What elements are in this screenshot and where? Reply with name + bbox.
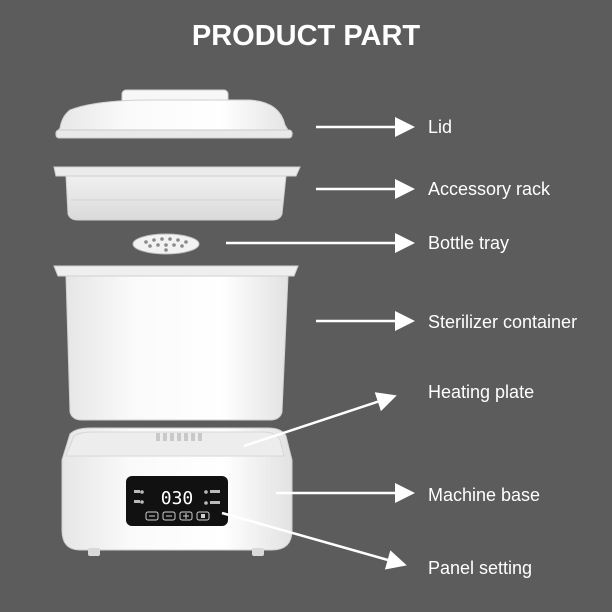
vent-slots [156, 433, 202, 441]
arrow-heating-plate [243, 392, 397, 448]
bottle-tray-part [132, 233, 200, 255]
label-bottle-tray: Bottle tray [428, 233, 510, 253]
lid-part [54, 89, 294, 139]
accessory-rack-part [53, 166, 301, 221]
label-heating-plate: Heating plate [428, 382, 535, 402]
minus-button[interactable] [162, 511, 176, 521]
label-lid: Lid [428, 117, 453, 137]
plus-button[interactable] [179, 511, 193, 521]
label-sterilizer-container: Sterilizer container [428, 312, 578, 332]
sterilizer-container-part [53, 265, 299, 421]
panel-display: 030 [161, 488, 194, 509]
label-accessory-rack: Accessory rack [428, 179, 551, 199]
confirm-button[interactable] [196, 511, 210, 521]
control-panel: 030 [126, 476, 228, 526]
label-machine-base: Machine base [428, 485, 541, 505]
mode-button[interactable] [145, 511, 159, 521]
machine-base-part: 030 [61, 427, 293, 556]
button-glyphs [149, 513, 205, 519]
arrow-panel-setting [221, 511, 407, 570]
page-title: PRODUCT PART [191, 20, 421, 52]
label-panel-setting: Panel setting [428, 558, 533, 578]
